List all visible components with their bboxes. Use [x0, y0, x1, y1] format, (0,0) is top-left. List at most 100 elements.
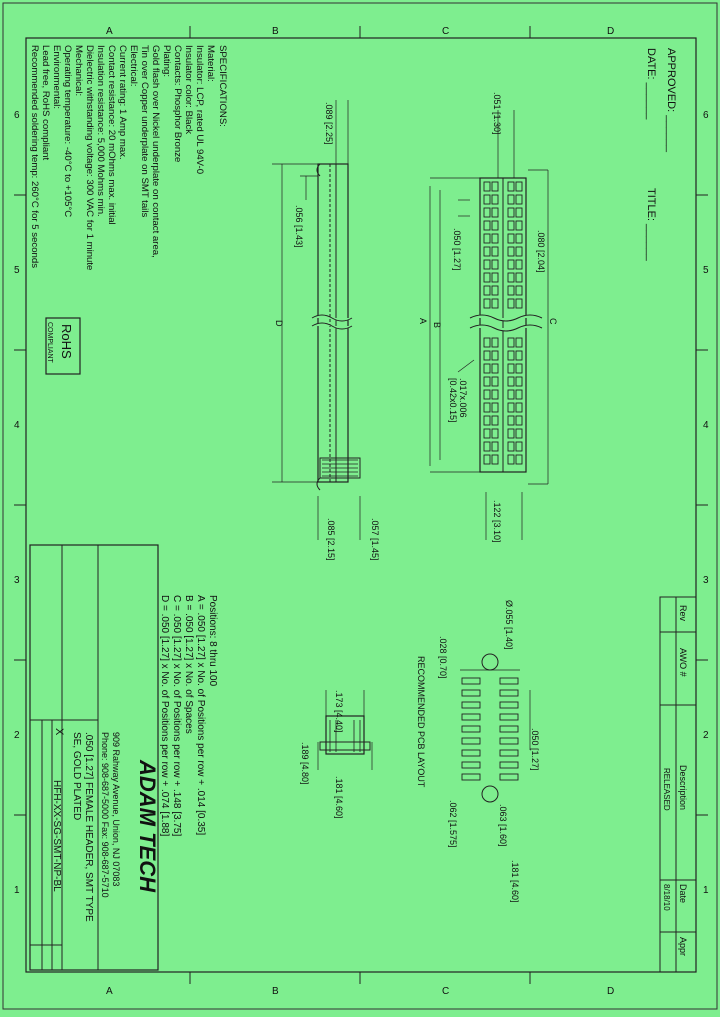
pin-contact	[515, 454, 523, 465]
pin-contact	[515, 298, 523, 309]
pcb-pad	[499, 677, 519, 685]
side-dims: .089 [2.25] .056 [1.43] D .057 [1.45] .0…	[274, 102, 380, 561]
pin-contact	[483, 363, 491, 374]
zone-ticks	[14, 26, 708, 984]
zone-letter: B	[272, 26, 279, 37]
pin-contact	[507, 350, 515, 361]
dim-051: .051 [1.30]	[492, 92, 502, 135]
pcb-dims: Ø.055 [1.40] .028 [0.70] .050 [1.27] .06…	[416, 600, 540, 903]
appr-header: Appr	[678, 937, 688, 956]
top-view	[469, 177, 543, 473]
scale-x: X	[53, 728, 65, 736]
pin-contact	[483, 272, 491, 283]
rohs-text: RoHS	[59, 324, 74, 359]
zone-number: 4	[703, 420, 709, 431]
spec-line: Operating temperature: -40°C to +105°C	[62, 45, 73, 217]
dim-056: .056 [1.43]	[294, 205, 304, 248]
pin-contact	[491, 337, 499, 348]
dim-055: Ø.055 [1.40]	[504, 600, 514, 650]
pin-contact	[507, 298, 515, 309]
pin-contact	[515, 337, 523, 348]
description-header: Description	[678, 765, 688, 810]
dim-042: [0.42x0.15]	[448, 378, 458, 423]
pcb-pad	[461, 749, 481, 757]
pin-contact	[491, 181, 499, 192]
top-dims: .051 [1.30] .080 [2.04] .050 [1.27] A B …	[418, 92, 558, 543]
zone-letter: D	[607, 26, 614, 37]
dim-089: .089 [2.25]	[324, 102, 334, 145]
pin-contact	[507, 363, 515, 374]
zone-letter: A	[106, 26, 113, 37]
pin-contact	[515, 207, 523, 218]
pcb-pad	[499, 737, 519, 745]
pin-contact	[515, 181, 523, 192]
pcb-pad	[499, 725, 519, 733]
spec-line: Plating:	[161, 45, 172, 77]
zone-letter: C	[442, 986, 449, 997]
pin-contact	[491, 233, 499, 244]
dim-173: .173 [4.40]	[334, 690, 344, 733]
pin-contact	[507, 454, 515, 465]
end-view-dims: .173 [4.40] .189 [4.80] .181 [4.60]	[300, 690, 344, 819]
approved-label: APPROVED: ______	[665, 48, 677, 153]
pin-contact	[507, 402, 515, 413]
pin-contact	[491, 454, 499, 465]
pin-contact	[507, 194, 515, 205]
pin-contact	[515, 389, 523, 400]
pin-contact	[483, 259, 491, 270]
pin-contact	[507, 246, 515, 257]
compliant-text: COMPLIANT	[46, 322, 53, 364]
specifications-block: SPECIFICATIONS: Material: Insulator: LCP…	[29, 45, 228, 270]
positions-block: Positions: 8 thru 100 A = .050 [1.27] x …	[159, 595, 218, 836]
pin-contact	[483, 194, 491, 205]
pin-contact	[491, 415, 499, 426]
zone-numbers-left: 6 5 4 3 2 1	[14, 110, 20, 896]
zone-number: 6	[14, 110, 20, 121]
pcb-pad	[461, 761, 481, 769]
dim-181b: .181 [4.60]	[510, 860, 520, 903]
zone-letter: D	[607, 986, 614, 997]
pin-contact	[515, 233, 523, 244]
zone-number: 5	[14, 265, 20, 276]
side-view	[311, 163, 361, 491]
pin-contact	[507, 389, 515, 400]
rev-header: Rev	[678, 605, 688, 622]
title-block: ADAM TECH 909 Rahway Avenue, Union, NJ 0…	[29, 544, 160, 971]
pin-contact	[491, 428, 499, 439]
positions-d: D = .050 [1.27] x No. of Positions per r…	[159, 595, 170, 836]
positions-title: Positions: 8 thru 100	[207, 595, 218, 687]
spec-line: Contact resistance: 20 mOhms max. initia…	[106, 45, 117, 225]
pcb-pad	[461, 725, 481, 733]
pin-contact	[515, 220, 523, 231]
zone-numbers-right: 6 5 4 3 2 1	[703, 110, 709, 896]
date-header: Date	[678, 884, 688, 903]
spec-line: Lead free, RoHS compliant	[40, 45, 51, 161]
spec-line: Contacts: Phosphor Bronze	[172, 45, 183, 162]
zone-number: 3	[703, 575, 709, 586]
pin-contact	[507, 272, 515, 283]
pin-contact	[507, 220, 515, 231]
pin-contact	[491, 363, 499, 374]
pin-contact	[507, 376, 515, 387]
pin-contact	[483, 389, 491, 400]
dim-050b: .050 [1.27]	[530, 728, 540, 771]
pin-contact	[483, 246, 491, 257]
rev-headers: Rev AWO # Description Date Appr	[678, 605, 688, 956]
pin-contact	[483, 441, 491, 452]
pcb-pad	[499, 701, 519, 709]
dim-017: .017x.006	[458, 378, 468, 418]
pcb-pad	[499, 713, 519, 721]
pcb-pad	[461, 689, 481, 697]
spec-line: Material:	[205, 45, 216, 82]
pin-contact	[483, 207, 491, 218]
pin-contact	[491, 220, 499, 231]
zone-letter: B	[272, 986, 279, 997]
pcb-pad	[461, 773, 481, 781]
dim-a-label: A	[418, 318, 428, 324]
pin-contact	[507, 441, 515, 452]
pin-contact	[515, 246, 523, 257]
pin-contact	[491, 272, 499, 283]
pin-contact	[483, 181, 491, 192]
